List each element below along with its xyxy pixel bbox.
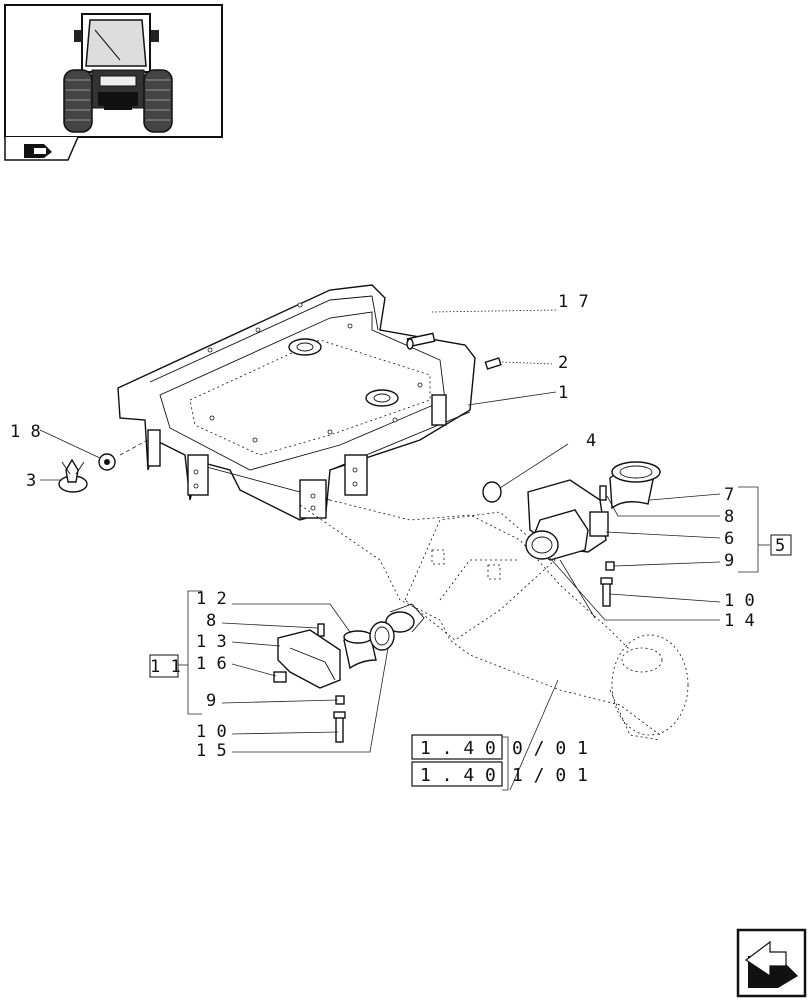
callout-labels: 1 7 2 1 1 8 3 4 7 8 6 9 5 1 0 1 4 1 2 8 … bbox=[10, 292, 792, 761]
callout-7: 7 bbox=[724, 485, 734, 505]
pin-part-17 bbox=[406, 332, 436, 350]
callout-8: 8 bbox=[724, 507, 734, 527]
section-tab[interactable] bbox=[4, 136, 79, 161]
pin-part-8-left bbox=[317, 623, 325, 637]
next-page-button[interactable] bbox=[736, 928, 807, 998]
callout-8-left: 8 bbox=[206, 611, 216, 631]
callout-10-left: 1 0 bbox=[196, 722, 227, 742]
washer-part-18 bbox=[98, 453, 116, 471]
reference-page-2: 1 / 0 1 bbox=[512, 765, 588, 786]
bushing-part-14 bbox=[525, 530, 559, 560]
reference-link-1[interactable]: 1 . 4 0 0 / 0 1 bbox=[411, 734, 588, 760]
callout-9: 9 bbox=[724, 551, 734, 571]
callout-12: 1 2 bbox=[196, 589, 227, 609]
front-axle-support-frame bbox=[117, 284, 476, 521]
plug-part-4 bbox=[482, 481, 502, 503]
bushing-part-7 bbox=[609, 461, 661, 510]
callout-2: 2 bbox=[558, 353, 568, 373]
dowel-part-2 bbox=[484, 357, 502, 370]
reference-page-1: 0 / 0 1 bbox=[512, 738, 588, 759]
grease-nipple-part-9-right bbox=[605, 561, 615, 571]
bushing-part-12 bbox=[343, 630, 377, 670]
front-axle-housing bbox=[299, 499, 689, 741]
thumbnail-panel[interactable] bbox=[4, 4, 223, 138]
bolt-part-10-right bbox=[600, 577, 613, 607]
callout-3: 3 bbox=[26, 471, 36, 491]
tractor-front-view-icon bbox=[63, 13, 173, 133]
bolt-part-16 bbox=[273, 671, 287, 683]
reference-code-2: 1 . 4 0 bbox=[420, 765, 496, 786]
reference-code-1: 1 . 4 0 bbox=[420, 738, 496, 759]
callout-17: 1 7 bbox=[558, 292, 589, 312]
front-support-part-13 bbox=[277, 629, 341, 689]
callout-5: 5 bbox=[775, 536, 785, 556]
callout-10-right: 1 0 bbox=[724, 591, 755, 611]
callout-15: 1 5 bbox=[196, 741, 227, 761]
callout-6: 6 bbox=[724, 529, 734, 549]
reference-link-2[interactable]: 1 . 4 0 1 / 0 1 bbox=[411, 761, 588, 787]
support-part-3 bbox=[58, 458, 88, 493]
callout-14: 1 4 bbox=[724, 611, 755, 631]
callout-11: 1 1 bbox=[150, 657, 181, 677]
bolt-part-10-left bbox=[333, 711, 346, 743]
callout-18: 1 8 bbox=[10, 422, 41, 442]
callout-13: 1 3 bbox=[196, 632, 227, 652]
pin-part-8 bbox=[599, 485, 607, 501]
callout-16: 1 6 bbox=[196, 654, 227, 674]
bushing-part-15 bbox=[369, 621, 395, 651]
section-arrow-icon bbox=[24, 144, 52, 158]
callout-4: 4 bbox=[586, 431, 596, 451]
callout-9-left: 9 bbox=[206, 691, 216, 711]
callout-1: 1 bbox=[558, 383, 568, 403]
next-page-arrow-icon bbox=[744, 940, 798, 988]
leader-lines bbox=[39, 309, 770, 791]
